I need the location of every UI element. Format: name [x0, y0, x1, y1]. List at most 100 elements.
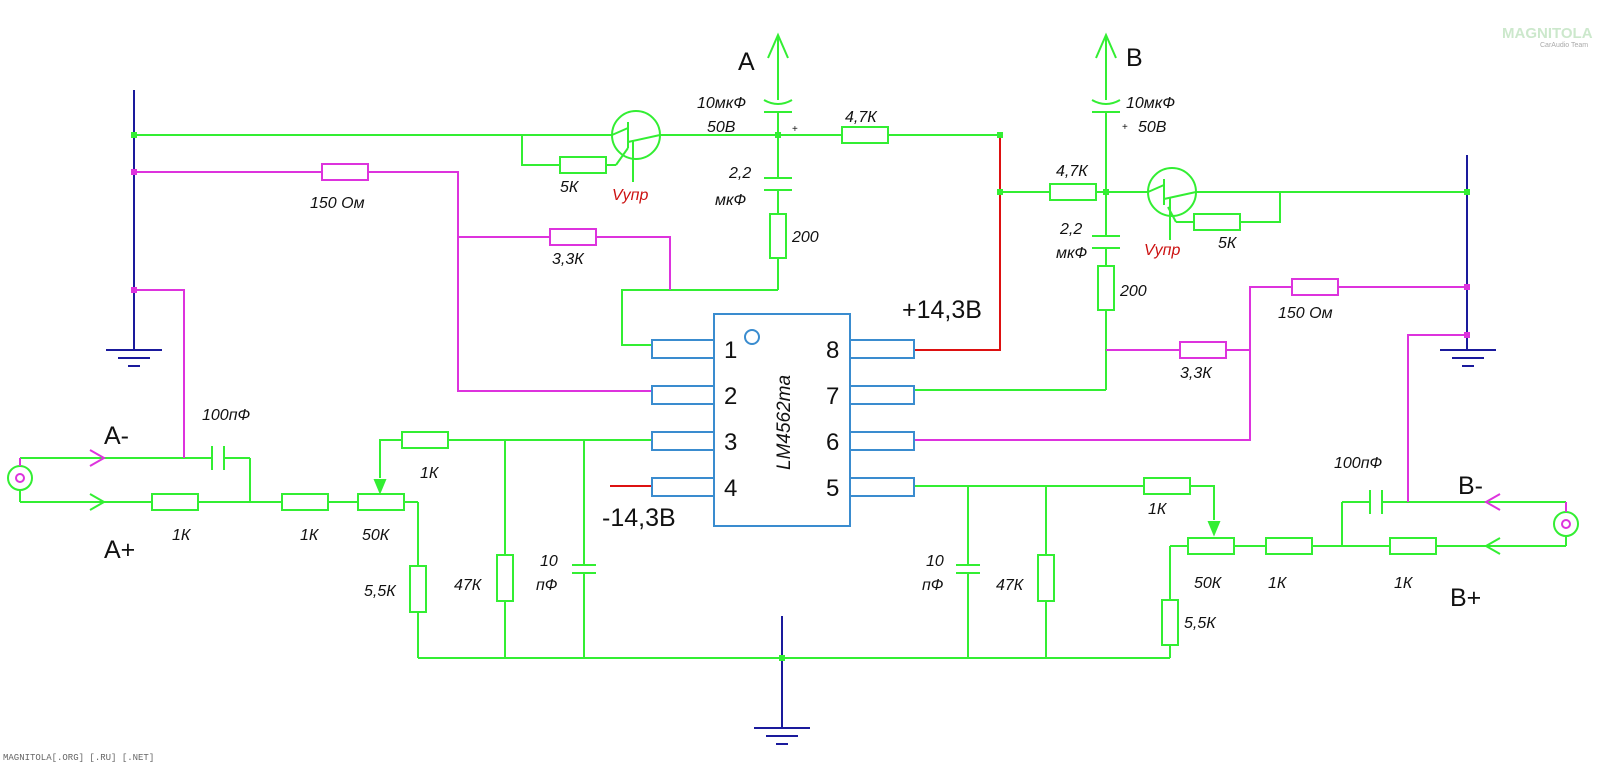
pin-label-8: 8 [826, 337, 839, 364]
green-wires [20, 35, 1566, 659]
resistor-4k7-right [1049, 183, 1097, 201]
output-b-arrow [1095, 32, 1117, 59]
resistor-4k7-left [841, 126, 889, 144]
label-r55-b: 5,5К [1184, 615, 1217, 632]
label-pot-b: 50К [1194, 575, 1223, 592]
resistor-150-right [1291, 278, 1339, 296]
label-c100p-left: 100пФ [202, 407, 251, 424]
ic-pin1-marker [744, 329, 760, 345]
label-r1k-in-a: 1К [172, 527, 192, 544]
feedback-wires [134, 171, 1467, 502]
resistor-5k5-a [409, 565, 427, 613]
label-r150-left: 150 Ом [310, 195, 365, 212]
resistor-5k5-b [1161, 599, 1179, 646]
pin-label-6: 6 [826, 429, 839, 456]
label-c10p-a-2: пФ [536, 577, 558, 594]
pin-label-3: 3 [724, 429, 737, 456]
component-labels: 10мкФ 50В + 4,7К 2,2 мкФ 200 5К 150 Ом 3… [172, 95, 1414, 632]
label-c10u-right-1: 10мкФ [1126, 95, 1175, 112]
ground-symbols [106, 90, 1496, 745]
label-c100p-right: 100пФ [1334, 455, 1383, 472]
control-voltage-right: Vупр [1144, 242, 1180, 259]
label-c10p-b-2: пФ [922, 577, 944, 594]
capacitors [211, 99, 1383, 574]
ic-name: LM4562ma [774, 375, 795, 470]
pin-label-1: 1 [724, 337, 737, 364]
pot-50k-b [1187, 537, 1235, 555]
output-a-label: A [738, 48, 755, 76]
ic-body [713, 313, 851, 527]
resistor-5k-right [1193, 213, 1241, 231]
resistor-1k-in-a [151, 493, 199, 511]
resistors-magenta [321, 163, 1339, 359]
label-c10p-a-1: 10 [540, 553, 558, 570]
label-c22-left-1: 2,2 [728, 165, 751, 182]
label-r33-left: 3,3К [552, 251, 585, 268]
input-a-plus-label: A+ [104, 536, 135, 564]
transistor-right [1147, 167, 1197, 240]
label-r1k-in-b: 1К [1268, 575, 1288, 592]
resistor-1k-in-b2 [1389, 537, 1437, 555]
pin-label-2: 2 [724, 383, 737, 410]
resistor-1k-in-a2 [281, 493, 329, 511]
pot-wipers [373, 479, 1221, 537]
label-c22-left-2: мкФ [715, 192, 747, 209]
output-a-arrow [767, 32, 789, 59]
output-arrows [767, 32, 1117, 59]
resistor-200-right [1097, 265, 1115, 311]
supply-wires [610, 135, 1001, 487]
label-r33-right: 3,3К [1180, 365, 1213, 382]
input-b-plus-label: B+ [1450, 584, 1481, 612]
transistors [611, 110, 1197, 240]
label-r150-right: 150 Ом [1278, 305, 1333, 322]
pin-label-7: 7 [826, 383, 839, 410]
ic-lm4562: 1 2 3 4 8 7 6 5 LM4562ma [651, 313, 915, 527]
label-c10u-right-2: 50В [1138, 119, 1167, 136]
label-r1k-in-a2: 1К [300, 527, 320, 544]
label-r47k-b: 47К [996, 577, 1025, 594]
resistor-1k-in-b [1265, 537, 1313, 555]
pin-label-4: 4 [724, 475, 737, 502]
transistor-left [611, 110, 661, 182]
label-pot-a: 50К [362, 527, 391, 544]
resistors-green [151, 126, 1437, 646]
supply-positive-label: +14,3В [902, 296, 982, 324]
label-c22-right-2: мкФ [1056, 245, 1088, 262]
cap-10u-left [763, 99, 793, 105]
label-r47k-right: 4,7К [1056, 163, 1089, 180]
label-r5k-left: 5К [560, 179, 580, 196]
resistor-5k-left [559, 156, 607, 174]
label-c10p-b-1: 10 [926, 553, 944, 570]
resistor-3k3-left [549, 228, 597, 246]
label-c10u-left-1: 10мкФ [697, 95, 746, 112]
resistor-3k3-right [1179, 341, 1227, 359]
label-r1k-fb-b: 1К [1148, 501, 1168, 518]
label-r55-a: 5,5К [364, 583, 397, 600]
input-b-minus-label: B- [1458, 472, 1483, 500]
junctions [131, 132, 1470, 661]
resistor-47k-b [1037, 554, 1055, 602]
resistor-200-left [769, 213, 787, 259]
label-r47k-a: 47К [454, 577, 483, 594]
footer-watermark: MAGNITOLA[.ORG] [.RU] [.NET] [3, 753, 154, 763]
label-r5k-right: 5К [1218, 235, 1238, 252]
label-c10u-left-2: 50В [707, 119, 736, 136]
resistor-1k-fb-b [1143, 477, 1191, 495]
logo-text: MAGNITOLA [1502, 25, 1593, 42]
label-r200-left: 200 [791, 229, 819, 246]
pin-label-5: 5 [826, 475, 839, 502]
label-c22-right-1: 2,2 [1059, 221, 1082, 238]
polarity-plus-left: + [792, 124, 798, 135]
control-voltage-left: Vупр [612, 187, 648, 204]
output-b-label: B [1126, 44, 1143, 72]
supply-negative-label: -14,3В [602, 504, 676, 532]
input-a-minus-label: A- [104, 422, 129, 450]
resistor-1k-fb-a [401, 431, 449, 449]
label-r1k-in-b2: 1К [1394, 575, 1414, 592]
logo-watermark: MAGNITOLA CarAudio Team [1502, 25, 1593, 49]
label-r200-right: 200 [1119, 283, 1147, 300]
label-r47k-left: 4,7К [845, 109, 878, 126]
polarity-plus-right: + [1122, 122, 1128, 133]
pot-50k-a [357, 493, 405, 511]
